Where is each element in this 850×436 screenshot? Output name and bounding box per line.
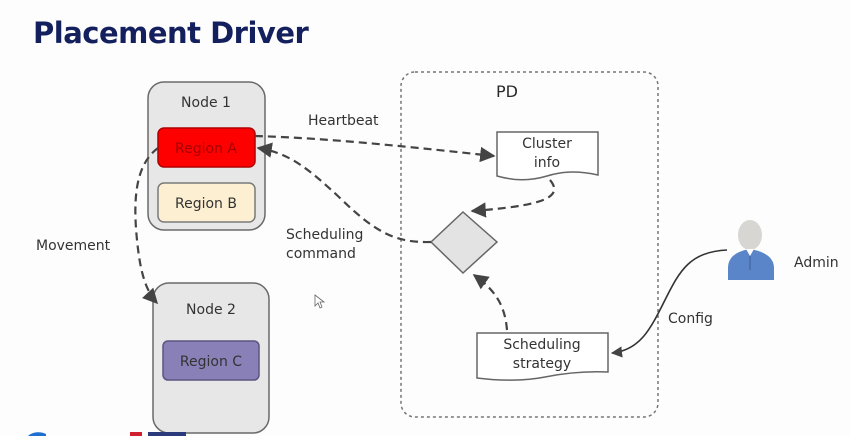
logo-mark-icon: [28, 432, 46, 436]
admin-label: Admin: [794, 255, 839, 271]
page-title: Placement Driver: [33, 16, 309, 50]
config-label: Config: [668, 311, 713, 327]
cluster-to-decision-arrow: [470, 179, 556, 218]
heartbeat-arrow: [254, 134, 496, 163]
region-b-label: Region B: [175, 196, 237, 212]
config-arrow: [610, 249, 728, 358]
decision-diamond[interactable]: [429, 210, 499, 275]
node-2-label: Node 2: [186, 302, 236, 318]
strategy-to-decision-arrow: [472, 274, 509, 331]
logo-red-mark-icon: [130, 432, 142, 436]
scheduling-strategy-line-1: Scheduling: [503, 337, 580, 353]
mouse-cursor-icon: [314, 294, 326, 309]
scheduling-strategy-line-2: strategy: [513, 356, 571, 372]
movement-label: Movement: [36, 238, 111, 254]
region-c-label: Region C: [180, 354, 242, 370]
node-1[interactable]: Node 1 Region A Region B: [147, 81, 266, 231]
scheduling-command-label-1: Scheduling: [286, 227, 363, 243]
movement-arrow: [134, 147, 159, 305]
scheduling-command-arrow: [256, 142, 432, 244]
pd-label: PD: [496, 82, 518, 101]
region-c[interactable]: Region C: [162, 340, 260, 381]
cluster-info-document[interactable]: Cluster info: [496, 131, 599, 181]
region-a-label: Region A: [175, 141, 237, 157]
cluster-info-line-1: Cluster: [522, 136, 572, 152]
cluster-info-line-2: info: [534, 155, 560, 171]
scheduling-strategy-document[interactable]: Scheduling strategy: [476, 332, 609, 381]
node-1-label: Node 1: [181, 95, 231, 111]
region-a[interactable]: Region A: [157, 127, 256, 168]
scheduling-command-label-2: command: [286, 246, 356, 262]
node-2[interactable]: Node 2 Region C: [152, 282, 270, 434]
logo-text-fragment: [148, 432, 186, 436]
pd-container: PD: [400, 71, 659, 418]
region-b[interactable]: Region B: [157, 182, 256, 223]
user-icon: [728, 220, 774, 280]
heartbeat-label: Heartbeat: [308, 113, 379, 129]
